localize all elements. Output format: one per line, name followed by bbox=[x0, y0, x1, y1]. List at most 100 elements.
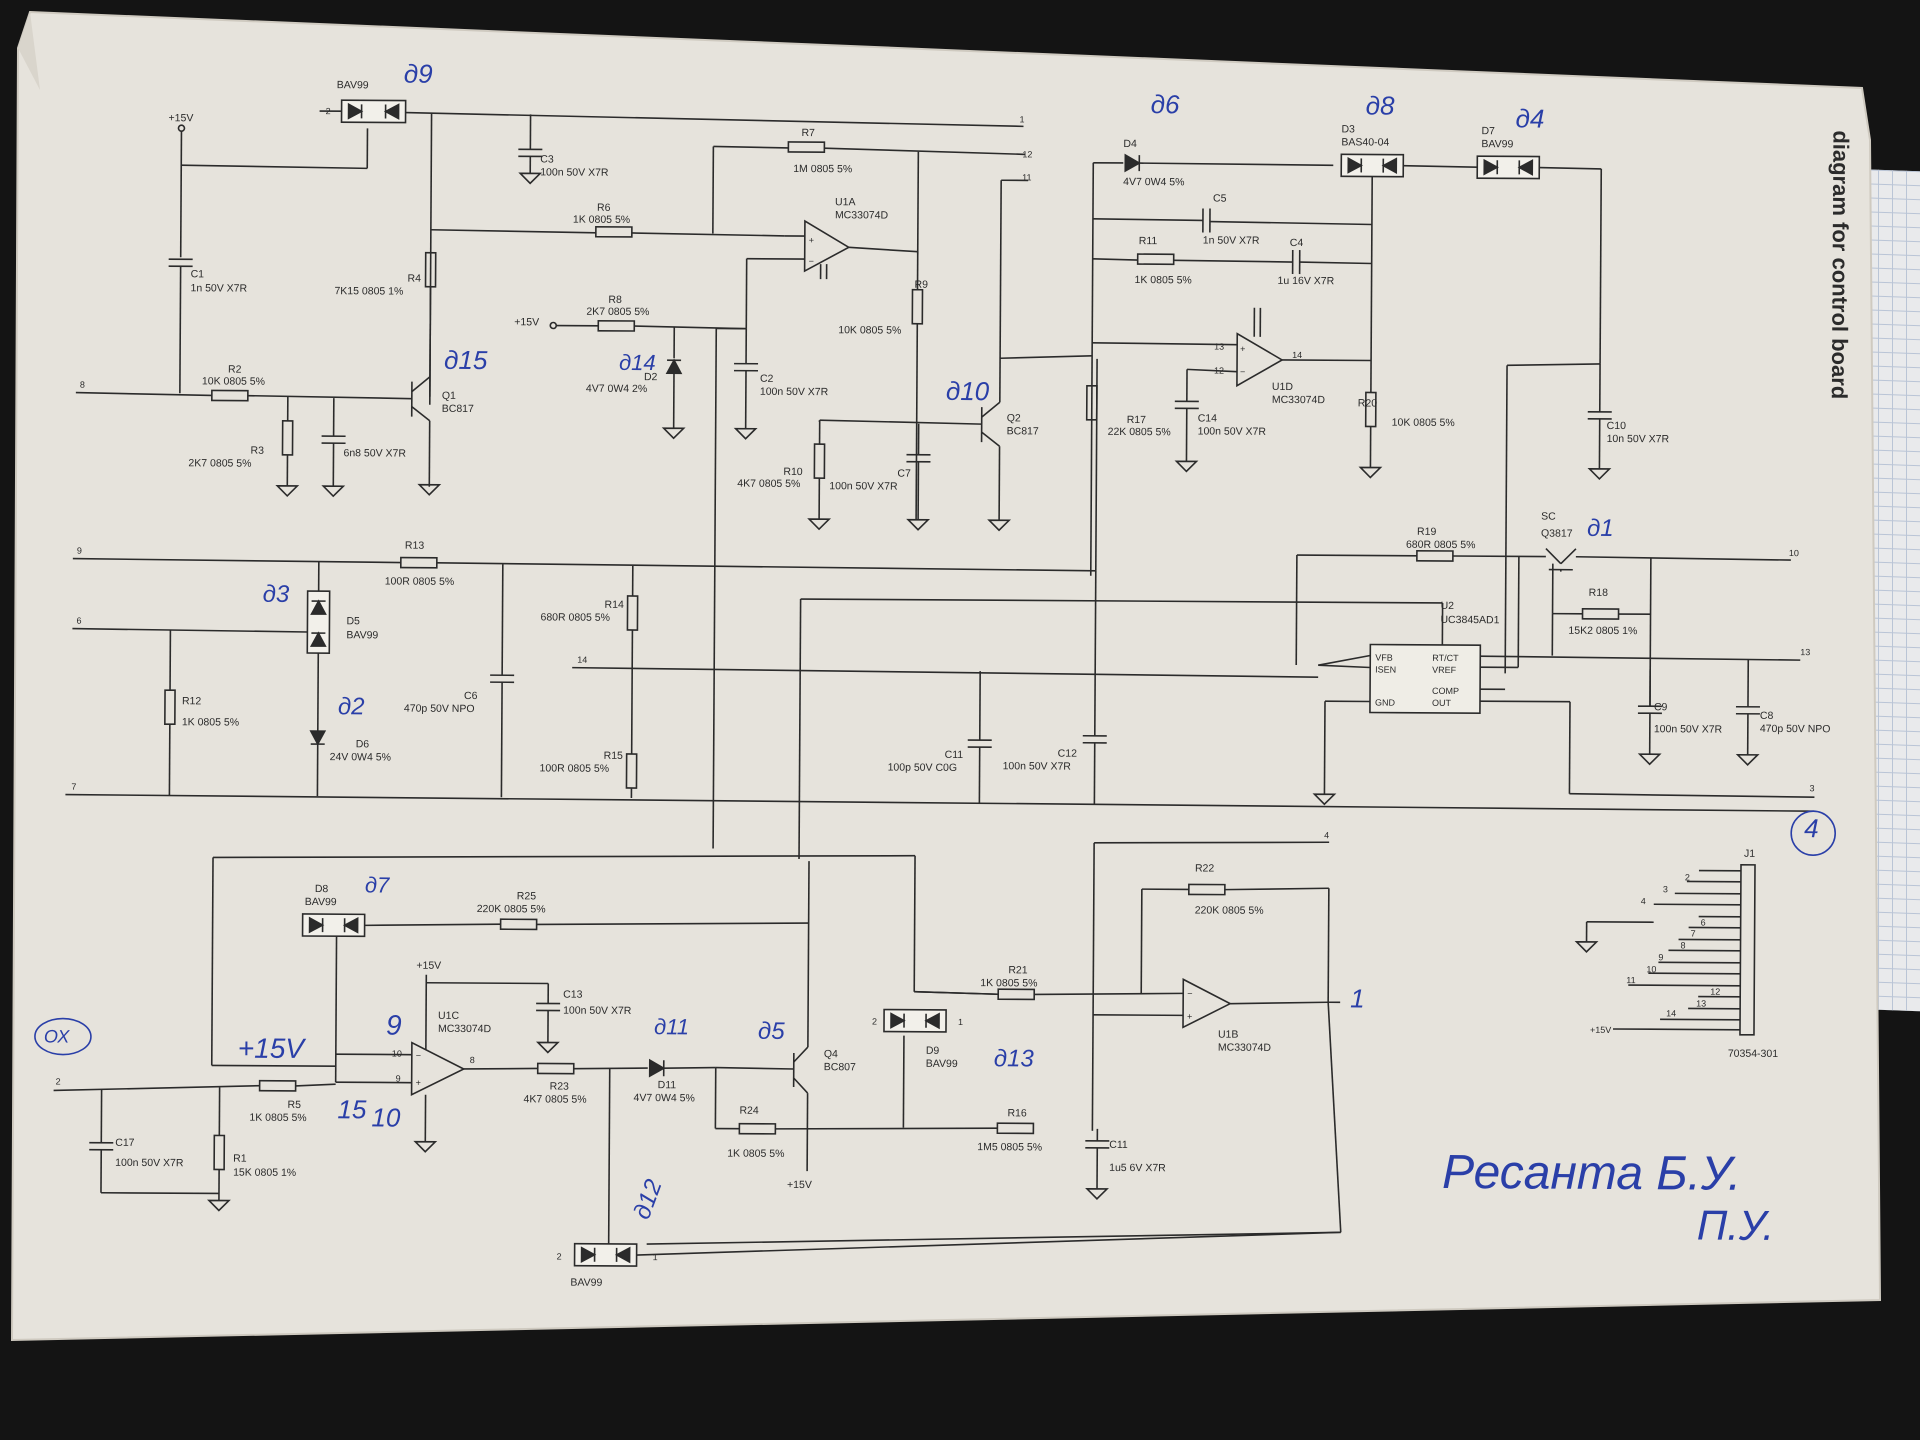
svg-text:Q3817: Q3817 bbox=[1541, 528, 1573, 540]
svg-text:14: 14 bbox=[1666, 1008, 1676, 1018]
svg-text:R22: R22 bbox=[1195, 862, 1214, 874]
svg-text:R20: R20 bbox=[1358, 397, 1377, 409]
svg-text:−: − bbox=[1187, 988, 1192, 998]
cap-c3: C3 100n 50V X7R bbox=[518, 114, 609, 185]
svg-text:100R 0805 5%: 100R 0805 5% bbox=[540, 762, 610, 774]
handwritten-d6: д6 bbox=[1151, 89, 1181, 119]
svg-text:C3: C3 bbox=[540, 153, 554, 165]
svg-text:13: 13 bbox=[1800, 647, 1810, 657]
svg-text:6n8 50V X7R: 6n8 50V X7R bbox=[343, 447, 406, 459]
svg-text:U2: U2 bbox=[1441, 600, 1455, 612]
svg-text:D11: D11 bbox=[658, 1079, 677, 1091]
svg-text:R17: R17 bbox=[1127, 414, 1146, 426]
svg-text:C7: C7 bbox=[897, 468, 911, 480]
svg-text:MC33074D: MC33074D bbox=[1272, 394, 1326, 406]
svg-text:1K 0805 5%: 1K 0805 5% bbox=[182, 716, 239, 728]
svg-text:11: 11 bbox=[1626, 975, 1635, 985]
svg-text:9: 9 bbox=[77, 546, 82, 556]
svg-text:4V7 0W4 5%: 4V7 0W4 5% bbox=[1123, 176, 1184, 188]
svg-text:8: 8 bbox=[80, 380, 85, 390]
svg-text:R5: R5 bbox=[287, 1099, 301, 1111]
page-title: diagram for control board bbox=[1827, 130, 1854, 399]
svg-text:C11: C11 bbox=[1109, 1139, 1128, 1151]
svg-text:10: 10 bbox=[392, 1049, 402, 1059]
svg-text:+15V: +15V bbox=[416, 960, 441, 972]
svg-text:C4: C4 bbox=[1290, 237, 1304, 249]
svg-text:R15: R15 bbox=[604, 750, 623, 762]
handwritten-output-1: 1 bbox=[1350, 983, 1365, 1013]
supply-15v-top: +15V bbox=[169, 112, 194, 258]
svg-text:C9: C9 bbox=[1654, 701, 1668, 713]
svg-text:10: 10 bbox=[1789, 548, 1799, 558]
svg-text:680R 0805 5%: 680R 0805 5% bbox=[540, 611, 610, 623]
svg-text:ISEN: ISEN bbox=[1375, 665, 1396, 675]
svg-text:12: 12 bbox=[1214, 366, 1224, 376]
opamp-u1c: − + U1C MC33074D bbox=[410, 1010, 492, 1096]
ic-uc3845-u2: VFB ISEN GND RT/CT VREF COMP OUT U2 UC38… bbox=[1369, 600, 1500, 714]
svg-text:10K 0805 5%: 10K 0805 5% bbox=[838, 324, 901, 336]
svg-text:D6: D6 bbox=[356, 738, 370, 750]
cap-c1: C1 1n 50V X7R bbox=[168, 258, 248, 394]
transistor-q2: Q2 BC817 bbox=[980, 179, 1039, 532]
svg-text:100n 50V X7R: 100n 50V X7R bbox=[1654, 723, 1723, 735]
svg-text:U1C: U1C bbox=[438, 1010, 459, 1022]
handwritten-d1: д1 bbox=[1587, 515, 1614, 542]
svg-text:1: 1 bbox=[1020, 114, 1025, 124]
handwritten-plus15v: +15V bbox=[238, 1033, 307, 1064]
diode-bav99-d12: BAV99 2 1 bbox=[557, 1242, 658, 1289]
svg-text:COMP: COMP bbox=[1432, 686, 1459, 696]
svg-text:C6: C6 bbox=[464, 690, 478, 702]
svg-text:U1D: U1D bbox=[1272, 381, 1293, 393]
svg-text:7K15 0805 1%: 7K15 0805 1% bbox=[334, 285, 403, 297]
svg-text:R12: R12 bbox=[182, 695, 201, 707]
diode-bav99-d8: D8 BAV99 bbox=[301, 883, 366, 938]
svg-text:100n 50V X7R: 100n 50V X7R bbox=[1198, 425, 1267, 437]
svg-text:GND: GND bbox=[1375, 698, 1396, 708]
svg-text:+15V: +15V bbox=[169, 112, 194, 124]
svg-text:13: 13 bbox=[1214, 342, 1224, 352]
svg-text:R23: R23 bbox=[550, 1081, 569, 1093]
svg-text:D2: D2 bbox=[644, 371, 658, 383]
svg-text:UC3845AD1: UC3845AD1 bbox=[1440, 614, 1499, 626]
svg-text:1K 0805 5%: 1K 0805 5% bbox=[249, 1112, 306, 1124]
svg-text:100n 50V X7R: 100n 50V X7R bbox=[829, 480, 898, 492]
svg-text:D9: D9 bbox=[926, 1045, 940, 1057]
svg-text:BC817: BC817 bbox=[1007, 425, 1039, 437]
handwritten-circled-label: ОХ bbox=[44, 1026, 71, 1046]
svg-text:100R 0805 5%: 100R 0805 5% bbox=[385, 575, 455, 587]
svg-text:R18: R18 bbox=[1589, 587, 1608, 599]
svg-text:+15V: +15V bbox=[787, 1179, 812, 1191]
svg-text:1M 0805 5%: 1M 0805 5% bbox=[793, 163, 852, 175]
svg-text:+: + bbox=[809, 235, 814, 245]
svg-text:U1B: U1B bbox=[1218, 1029, 1239, 1041]
svg-text:BAV99: BAV99 bbox=[570, 1277, 602, 1289]
handwritten-d8: д8 bbox=[1366, 90, 1396, 120]
paper-fold-left bbox=[18, 12, 40, 90]
svg-text:1K 0805 5%: 1K 0805 5% bbox=[980, 977, 1037, 989]
svg-text:1M5 0805 5%: 1M5 0805 5% bbox=[977, 1141, 1042, 1153]
svg-text:−: − bbox=[1240, 367, 1245, 377]
svg-text:15K2 0805 1%: 15K2 0805 1% bbox=[1568, 625, 1637, 637]
handwritten-d4: д4 bbox=[1515, 103, 1544, 133]
svg-text:70354-301: 70354-301 bbox=[1728, 1048, 1778, 1060]
svg-text:R8: R8 bbox=[608, 294, 622, 306]
svg-text:4: 4 bbox=[1641, 896, 1646, 906]
diode-bas40-d3: D3 BAS40-04 bbox=[1340, 123, 1405, 178]
svg-text:R16: R16 bbox=[1007, 1107, 1026, 1119]
svg-text:6: 6 bbox=[1701, 918, 1706, 928]
svg-text:10n 50V X7R: 10n 50V X7R bbox=[1607, 433, 1670, 445]
svg-text:+: + bbox=[1240, 344, 1245, 354]
svg-text:R21: R21 bbox=[1008, 964, 1027, 976]
handwritten-9: 9 bbox=[386, 1010, 402, 1041]
svg-text:2K7 0805 5%: 2K7 0805 5% bbox=[188, 457, 251, 469]
svg-text:1n 50V X7R: 1n 50V X7R bbox=[190, 282, 247, 294]
svg-text:9: 9 bbox=[1658, 952, 1663, 962]
svg-text:2: 2 bbox=[56, 1076, 61, 1086]
svg-text:R7: R7 bbox=[801, 127, 815, 139]
svg-text:R1: R1 bbox=[233, 1153, 247, 1165]
svg-text:MC33074D: MC33074D bbox=[835, 209, 889, 221]
svg-text:1n 50V X7R: 1n 50V X7R bbox=[1203, 234, 1260, 246]
svg-text:100p 50V C0G: 100p 50V C0G bbox=[888, 762, 958, 774]
svg-text:D5: D5 bbox=[346, 615, 360, 627]
svg-text:4V7 0W4 5%: 4V7 0W4 5% bbox=[634, 1092, 695, 1104]
